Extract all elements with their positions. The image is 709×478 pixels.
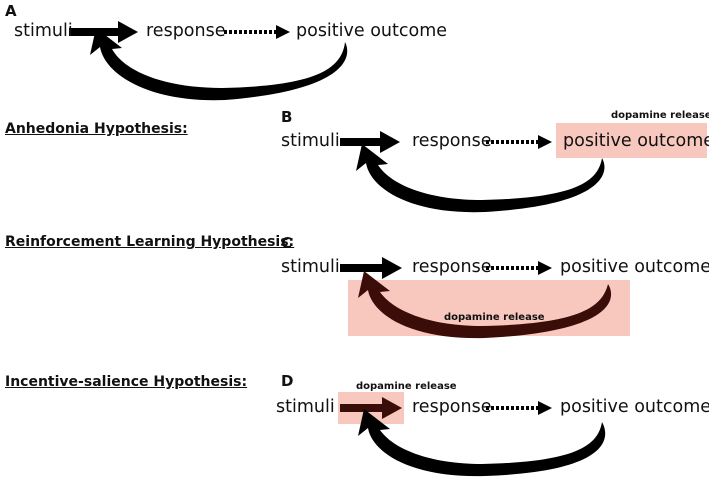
panel-c-arrows: [340, 257, 612, 339]
positive-outcome-label-a: positive outcome: [296, 21, 448, 41]
dotted-arrow-a-head: [276, 25, 290, 39]
panel-letter-b: B: [281, 108, 293, 126]
stimuli-label-b: stimuli: [281, 131, 340, 151]
positive-outcome-label-b: positive outcome: [563, 131, 709, 151]
response-label-a: response: [146, 21, 226, 41]
positive-outcome-label-c: positive outcome: [560, 257, 709, 277]
hypothesis-label-c: Reinforcement Learning Hypothesis:: [5, 234, 295, 250]
dotted-arrow-d-head: [538, 401, 552, 415]
solid-arrow-a: [69, 21, 138, 43]
dotted-arrow-c-head: [538, 261, 552, 275]
return-curve-c: [358, 271, 612, 339]
panel-letter-c: C: [281, 234, 293, 252]
positive-outcome-label-d: positive outcome: [560, 397, 709, 417]
response-label-b: response: [412, 131, 492, 151]
return-curve-b: [356, 144, 605, 213]
stimuli-label-c: stimuli: [281, 257, 340, 277]
hypothesis-label-b: Anhedonia Hypothesis:: [5, 121, 188, 137]
panel-a-arrows: [69, 21, 348, 101]
dotted-arrow-b-head: [538, 135, 552, 149]
dopamine-release-label-c: dopamine release: [444, 312, 545, 323]
dopamine-release-label-d: dopamine release: [356, 381, 457, 392]
dopamine-release-label-b: dopamine release: [611, 110, 709, 121]
highlight-box-b: [556, 123, 707, 158]
panel-letter-a: A: [5, 2, 17, 20]
panel-letter-d: D: [281, 372, 294, 390]
stimuli-label-a: stimuli: [14, 21, 73, 41]
return-curve-a: [90, 28, 348, 101]
return-curve-d: [358, 409, 606, 477]
panel-d-arrows: [340, 397, 606, 477]
response-label-d: response: [412, 397, 492, 417]
response-label-c: response: [412, 257, 492, 277]
solid-arrow-d: [340, 397, 402, 419]
hypothesis-label-d: Incentive-salience Hypothesis:: [5, 374, 248, 390]
solid-arrow-c: [340, 257, 402, 279]
solid-arrow-b: [340, 131, 400, 153]
stimuli-label-d: stimuli: [276, 397, 335, 417]
panel-b-arrows: [340, 131, 605, 213]
